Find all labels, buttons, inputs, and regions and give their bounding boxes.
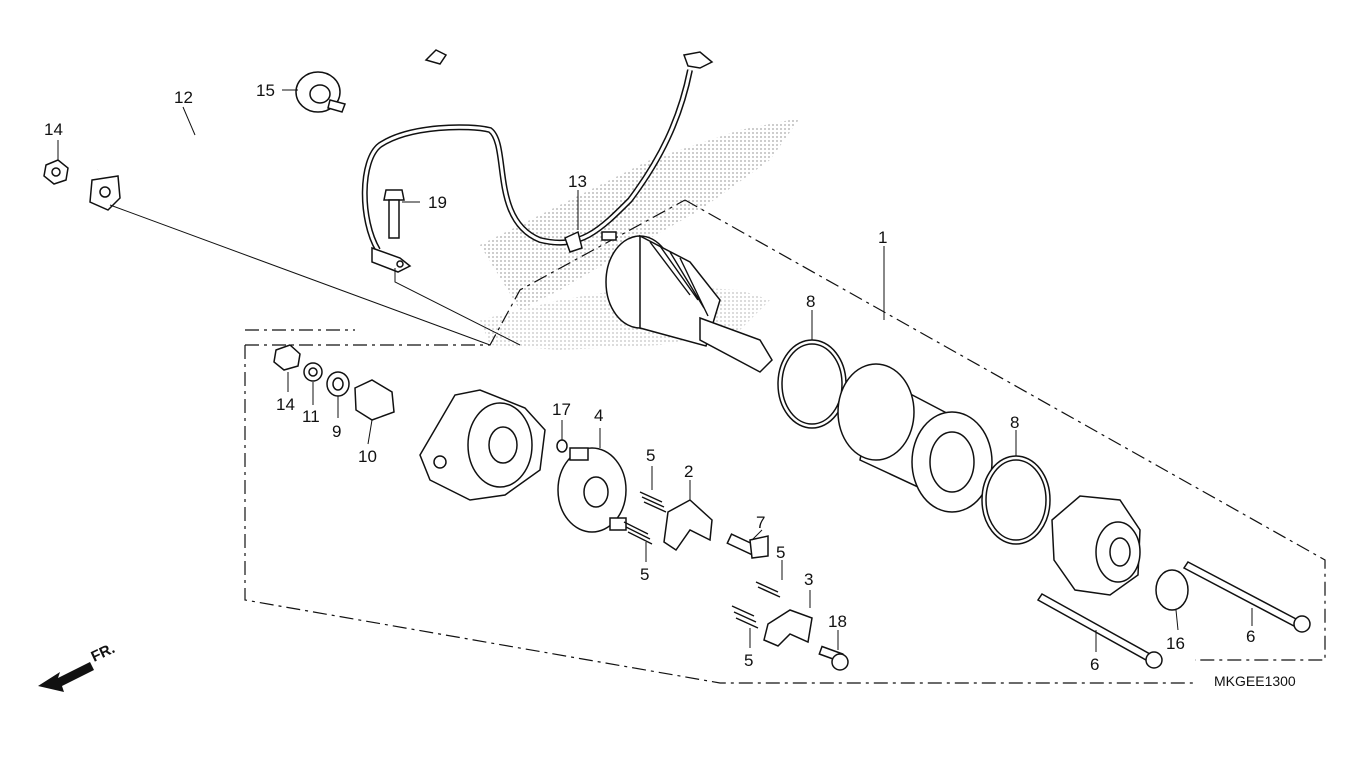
springs — [623, 491, 781, 629]
callout-10: 10 — [358, 447, 377, 466]
assembly-outline — [244, 199, 1326, 684]
callout-2: 2 — [684, 462, 693, 481]
callout-18: 18 — [828, 612, 847, 631]
callout-17: 17 — [552, 400, 571, 419]
callout-19: 19 — [428, 193, 447, 212]
rear-cover — [1051, 495, 1141, 596]
callout-14-a: 14 — [44, 120, 63, 139]
washer-17 — [556, 439, 568, 453]
callout-1: 1 — [878, 228, 887, 247]
callout-5-d: 5 — [744, 651, 753, 670]
ground-cable — [361, 51, 714, 273]
bolt-19 — [383, 189, 405, 239]
callout-6-a: 6 — [1090, 655, 1099, 674]
callout-14-b: 14 — [276, 395, 295, 414]
callout-8-a: 8 — [806, 292, 815, 311]
callout-9: 9 — [332, 422, 341, 441]
front-direction-arrow: FR. — [38, 640, 118, 692]
callout-6-b: 6 — [1246, 627, 1255, 646]
callout-13: 13 — [568, 172, 587, 191]
diagram-code: MKGEE1300 — [1214, 673, 1296, 689]
o-ring-8-right — [981, 455, 1051, 545]
callout-7: 7 — [756, 513, 765, 532]
callout-16: 16 — [1166, 634, 1185, 653]
callout-4: 4 — [594, 406, 603, 425]
callout-11: 11 — [302, 407, 320, 426]
callout-12: 12 — [174, 88, 193, 107]
terminal-bolt-7 — [726, 533, 769, 559]
front-label: FR. — [89, 640, 118, 666]
callout-5-a: 5 — [646, 446, 655, 465]
callout-15: 15 — [256, 81, 275, 100]
starter-cable — [89, 49, 448, 211]
callout-5-b: 5 — [640, 565, 649, 584]
callout-8-b: 8 — [1010, 413, 1019, 432]
front-cover — [419, 389, 546, 501]
brush-holder — [557, 447, 627, 533]
o-ring-16 — [1155, 569, 1189, 611]
motor-case — [837, 363, 993, 513]
callout-5-c: 5 — [776, 543, 785, 562]
leader-lines — [57, 89, 1253, 652]
brushes — [663, 499, 813, 647]
bolt-18 — [818, 645, 849, 671]
callout-3: 3 — [804, 570, 813, 589]
armature — [601, 231, 773, 373]
long-bolts — [1036, 561, 1311, 669]
cable-clamp — [295, 71, 346, 113]
terminal-hardware — [273, 344, 395, 421]
o-ring-8-left — [777, 339, 847, 429]
nut-14-top — [43, 159, 69, 185]
